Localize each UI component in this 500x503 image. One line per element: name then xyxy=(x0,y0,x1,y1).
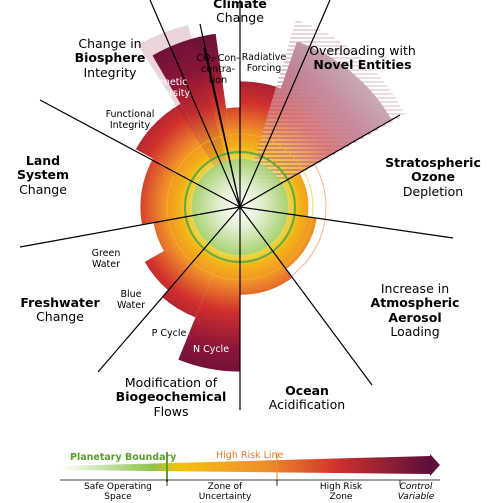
label-n-cycle: N Cycle xyxy=(192,344,230,355)
label-co2-concentration: CO₂-Con-centra-tion xyxy=(196,53,240,86)
legend xyxy=(60,452,440,486)
legend-high-risk-line: High Risk Line xyxy=(216,450,284,461)
legend-arrow-head xyxy=(430,454,440,476)
divider-lines xyxy=(19,0,454,410)
novel-entities-fade xyxy=(240,20,405,207)
label-p-cycle: P Cycle xyxy=(151,328,187,339)
legend-planetary-boundary: Planetary Boundary xyxy=(70,452,177,463)
legend-gradient-bar xyxy=(60,456,430,474)
